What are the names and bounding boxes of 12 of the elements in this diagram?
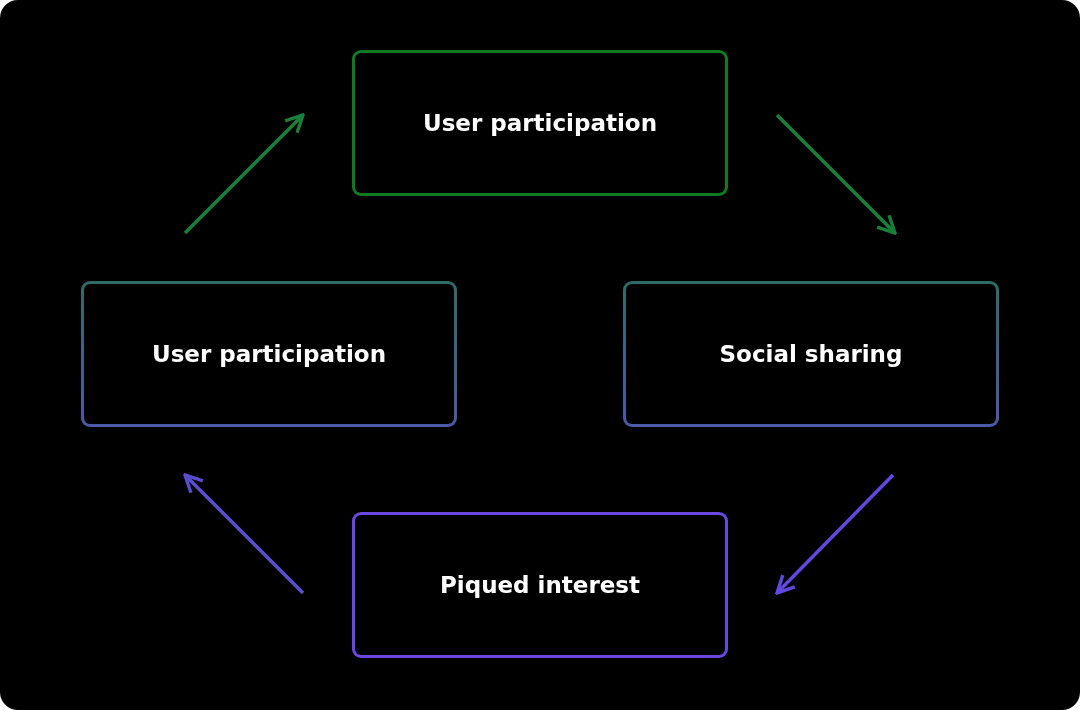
arrow — [183, 113, 305, 235]
arrow — [775, 113, 897, 235]
box-label: Social sharing — [719, 341, 903, 367]
box-label: Piqued interest — [439, 572, 641, 598]
arrow — [183, 473, 305, 595]
process-box — [352, 50, 728, 196]
process-box — [81, 281, 457, 427]
box-label: User participation — [151, 341, 387, 367]
process-box — [623, 281, 999, 427]
box-label: User participation — [422, 110, 658, 136]
process-box — [352, 512, 728, 658]
arrow — [775, 473, 895, 595]
